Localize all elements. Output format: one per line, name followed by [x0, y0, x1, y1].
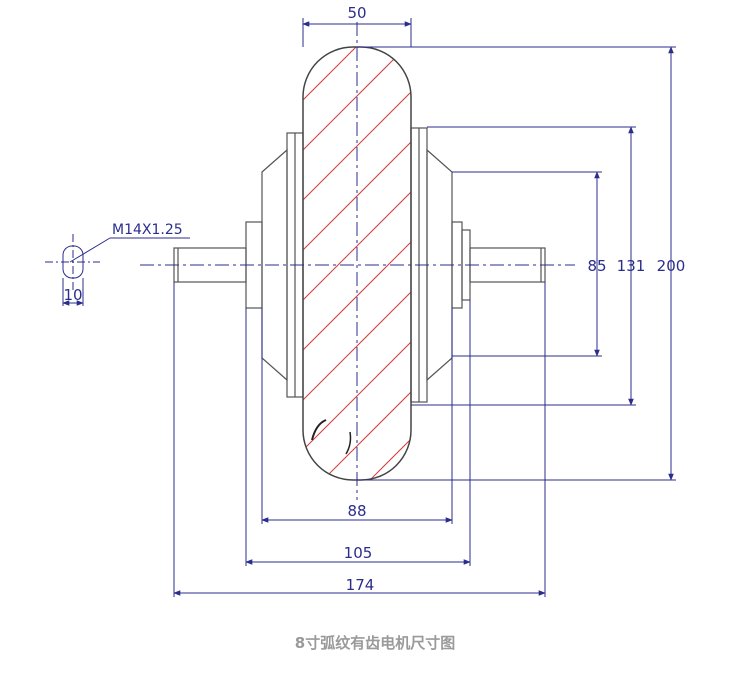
dim-dia-85: 85: [587, 257, 606, 275]
dim-dia-131: 131: [617, 257, 646, 275]
dimension-lines: [45, 18, 676, 597]
dim-width-174: 174: [346, 576, 375, 594]
dim-shaft-flat: 10: [63, 286, 82, 304]
dim-width-88: 88: [347, 502, 366, 520]
dim-thread-spec: M14X1.25: [112, 222, 183, 238]
drawing-caption: 8寸弧纹有齿电机尺寸图: [294, 634, 456, 652]
dim-width-105: 105: [344, 544, 373, 562]
dim-dia-200: 200: [657, 257, 686, 275]
dim-tire-width: 50: [347, 4, 366, 22]
center-lines: [140, 22, 575, 500]
tire-section: [302, 46, 412, 481]
